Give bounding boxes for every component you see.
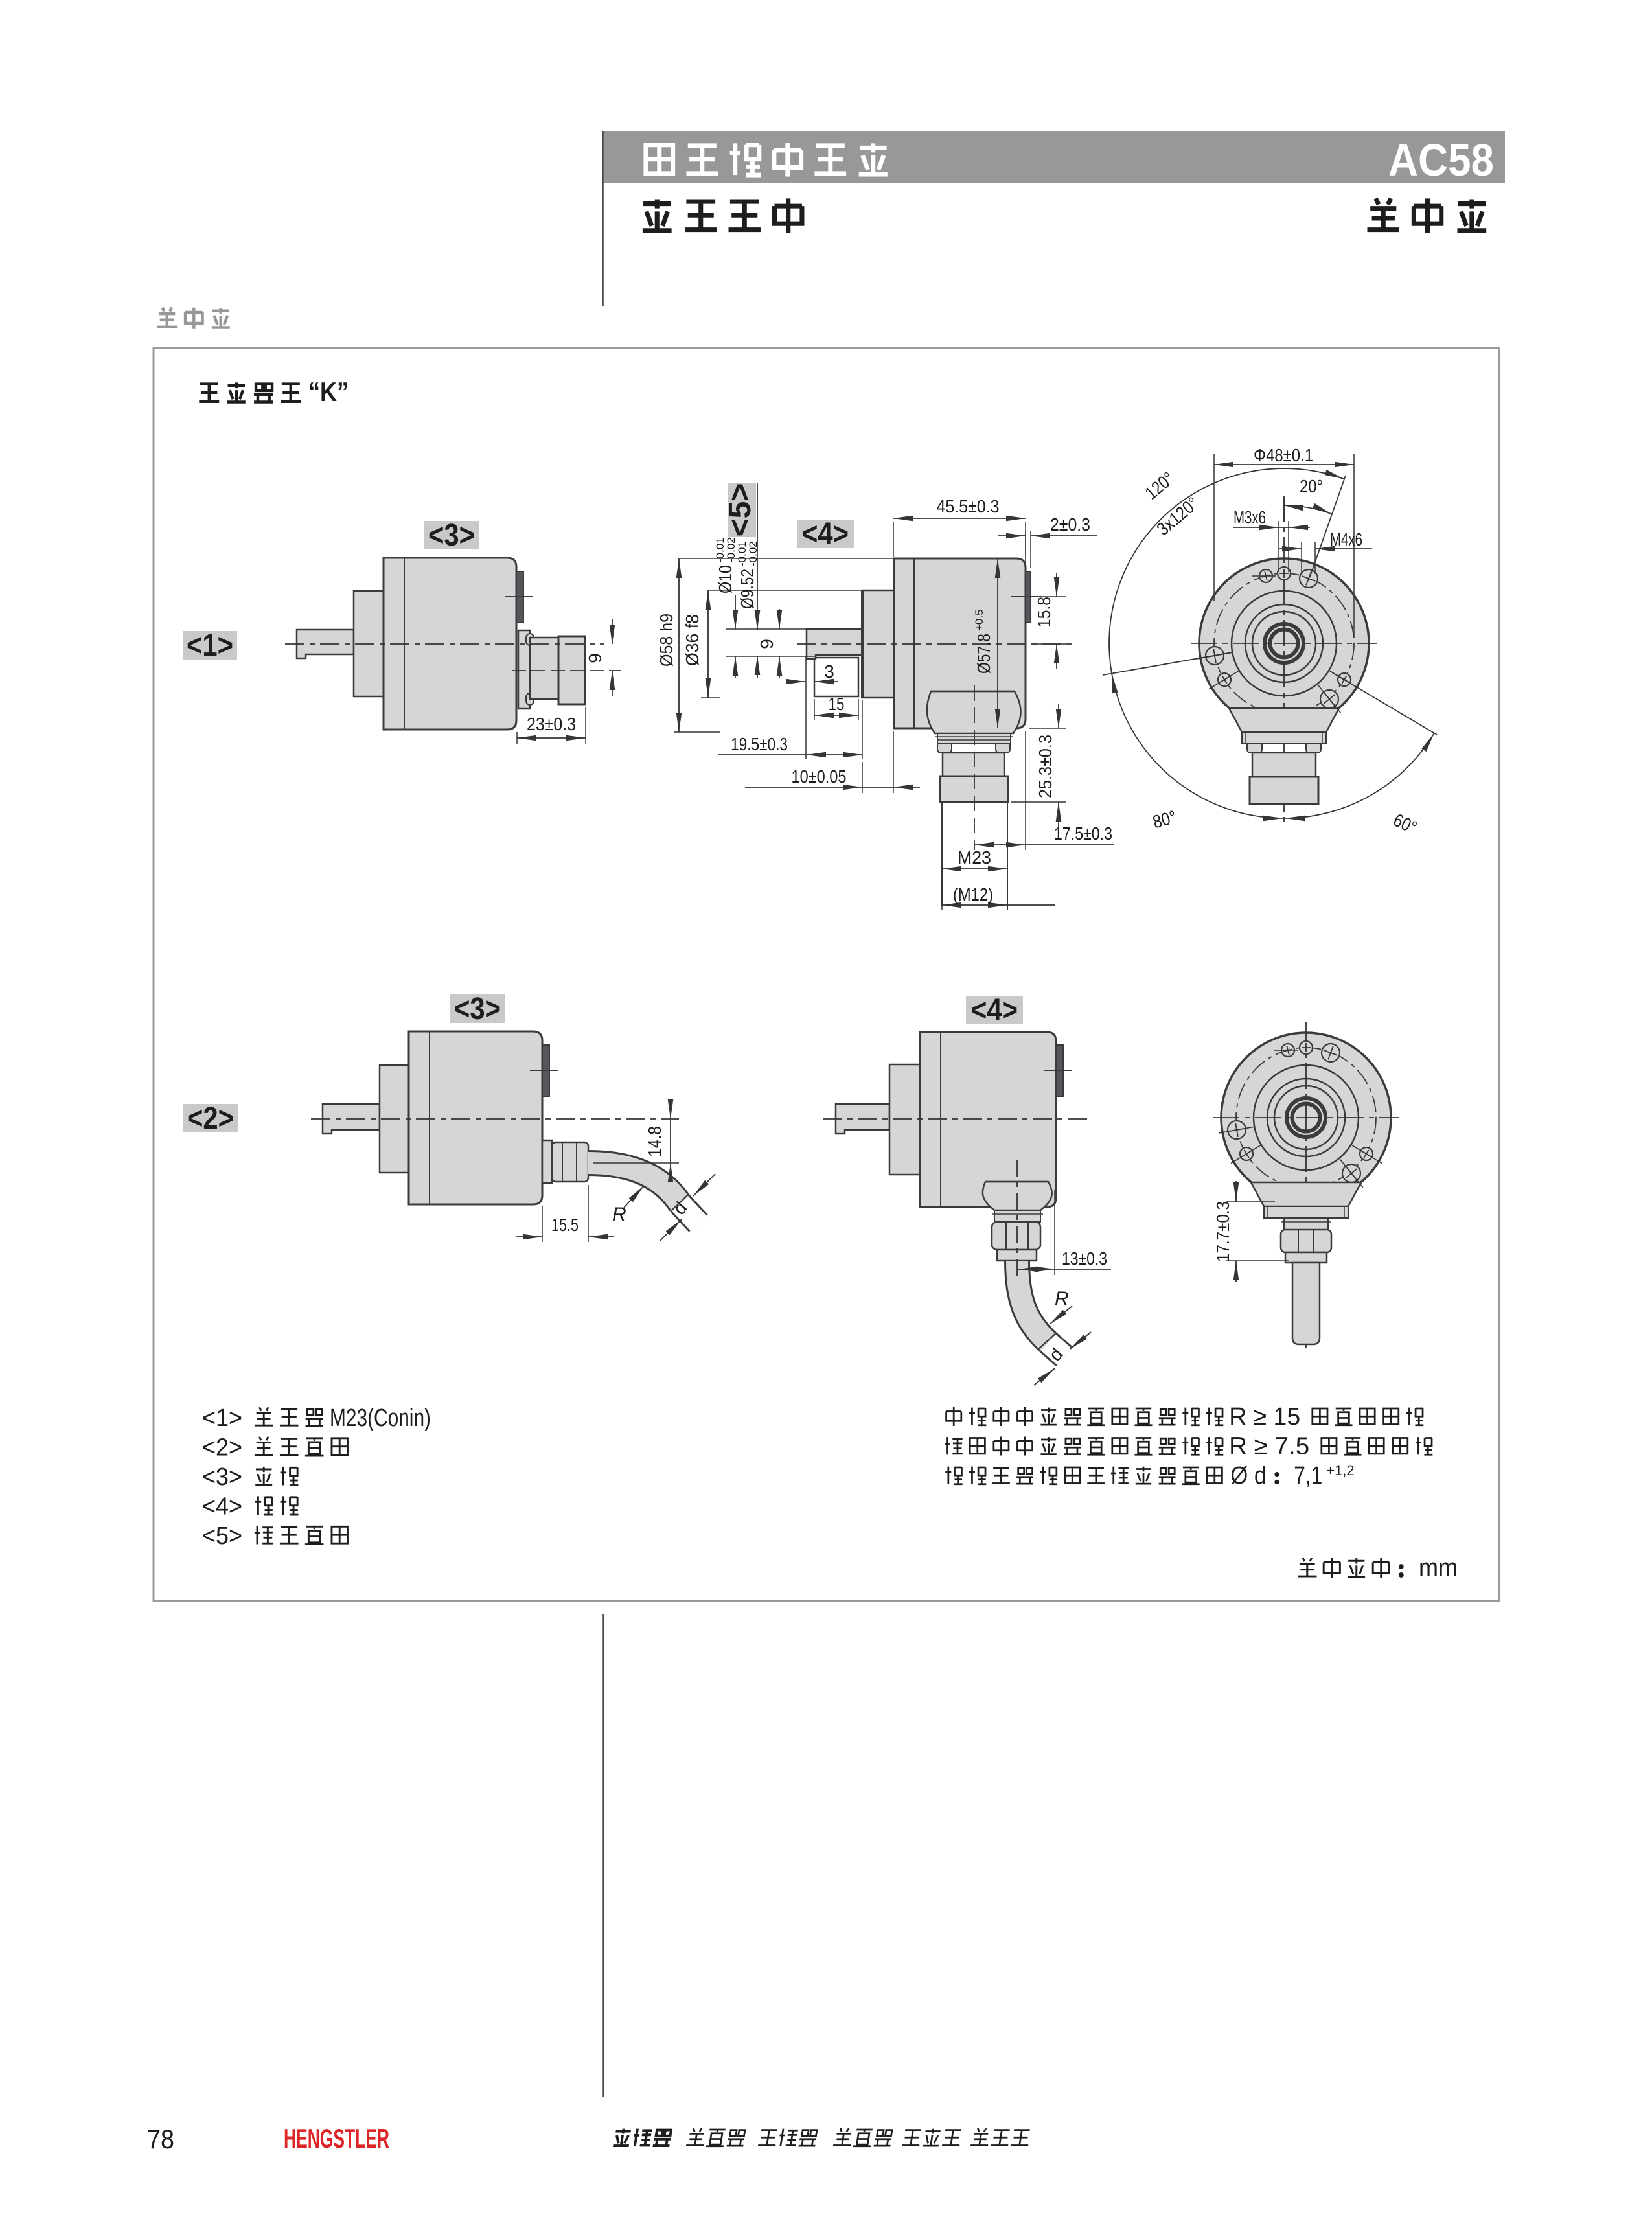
svg-text:9: 9 — [585, 653, 605, 663]
svg-text:120°: 120° — [1141, 468, 1178, 503]
svg-text:R ≥ 15: R ≥ 15 — [1229, 1403, 1300, 1431]
svg-text:25.3±0.3: 25.3±0.3 — [1035, 735, 1055, 798]
svg-text:R ≥ 7.5: R ≥ 7.5 — [1229, 1433, 1309, 1460]
svg-text:15.8: 15.8 — [1034, 597, 1054, 628]
svg-text:<2>: <2> — [202, 1434, 242, 1462]
svg-text:9: 9 — [757, 639, 777, 649]
svg-text:17.7±0.3: 17.7±0.3 — [1213, 1201, 1233, 1262]
svg-text:mm: mm — [1419, 1554, 1458, 1582]
svg-text:-0.01: -0.01 — [714, 537, 726, 562]
svg-text:Ø d: Ø d — [1230, 1462, 1267, 1489]
svg-text:+1,2: +1,2 — [1326, 1462, 1354, 1478]
svg-text:15: 15 — [829, 694, 845, 714]
svg-text:<4>: <4> — [202, 1493, 242, 1521]
svg-text:Φ48±0.1: Φ48±0.1 — [1254, 445, 1313, 465]
svg-text:7,1: 7,1 — [1294, 1462, 1322, 1489]
svg-text:<5>: <5> — [723, 483, 757, 537]
svg-text:M23: M23 — [958, 847, 991, 868]
svg-text:20°: 20° — [1300, 476, 1323, 496]
svg-text:14.8: 14.8 — [645, 1126, 665, 1157]
svg-text:60°: 60° — [1390, 810, 1420, 838]
svg-text:M23(Conin): M23(Conin) — [330, 1405, 431, 1432]
svg-text:<3>: <3> — [454, 992, 501, 1026]
svg-text:19.5±0.3: 19.5±0.3 — [731, 734, 788, 754]
svg-text:M4x6: M4x6 — [1330, 529, 1362, 549]
svg-text:-0.01: -0.01 — [736, 541, 748, 566]
svg-text:10±0.05: 10±0.05 — [792, 766, 847, 787]
svg-text:<2>: <2> — [187, 1101, 234, 1136]
svg-text:2±0.3: 2±0.3 — [1050, 514, 1090, 535]
svg-text:3x120°: 3x120° — [1153, 493, 1203, 539]
svg-text:M3x6: M3x6 — [1233, 507, 1266, 527]
svg-text:Ø10: Ø10 — [715, 565, 735, 593]
svg-text:80°: 80° — [1151, 807, 1178, 832]
svg-text:-0.02: -0.02 — [747, 541, 759, 566]
svg-text:Ø58 h9: Ø58 h9 — [656, 614, 676, 667]
svg-text:Ø9.52: Ø9.52 — [737, 569, 757, 609]
svg-text:23±0.3: 23±0.3 — [527, 714, 576, 734]
svg-text:<4>: <4> — [971, 993, 1018, 1028]
svg-text:“K”: “K” — [308, 376, 349, 407]
svg-text:3: 3 — [824, 661, 834, 682]
svg-text:<3>: <3> — [428, 518, 475, 553]
svg-text:(M12): (M12) — [953, 884, 993, 904]
svg-text:78: 78 — [147, 2124, 174, 2154]
svg-text:<1>: <1> — [202, 1405, 242, 1432]
svg-text:17.5±0.3: 17.5±0.3 — [1054, 823, 1112, 844]
svg-text:13±0.3: 13±0.3 — [1062, 1248, 1107, 1269]
svg-text:Ø36 f8: Ø36 f8 — [682, 614, 702, 666]
svg-text:+0.5: +0.5 — [973, 609, 985, 631]
svg-text:AC58: AC58 — [1388, 135, 1494, 185]
svg-text:<4>: <4> — [802, 517, 849, 551]
svg-text:Ø57.8: Ø57.8 — [974, 634, 994, 674]
svg-text:-0.02: -0.02 — [725, 537, 737, 562]
svg-text:<3>: <3> — [202, 1464, 242, 1491]
svg-text:<1>: <1> — [187, 628, 233, 663]
svg-text:45.5±0.3: 45.5±0.3 — [937, 496, 1000, 516]
svg-text:R: R — [1055, 1288, 1069, 1309]
svg-text:HENGSTLER: HENGSTLER — [284, 2123, 389, 2154]
svg-text:15.5: 15.5 — [551, 1215, 579, 1235]
svg-text:<5>: <5> — [202, 1523, 242, 1550]
svg-text:R: R — [612, 1204, 626, 1225]
